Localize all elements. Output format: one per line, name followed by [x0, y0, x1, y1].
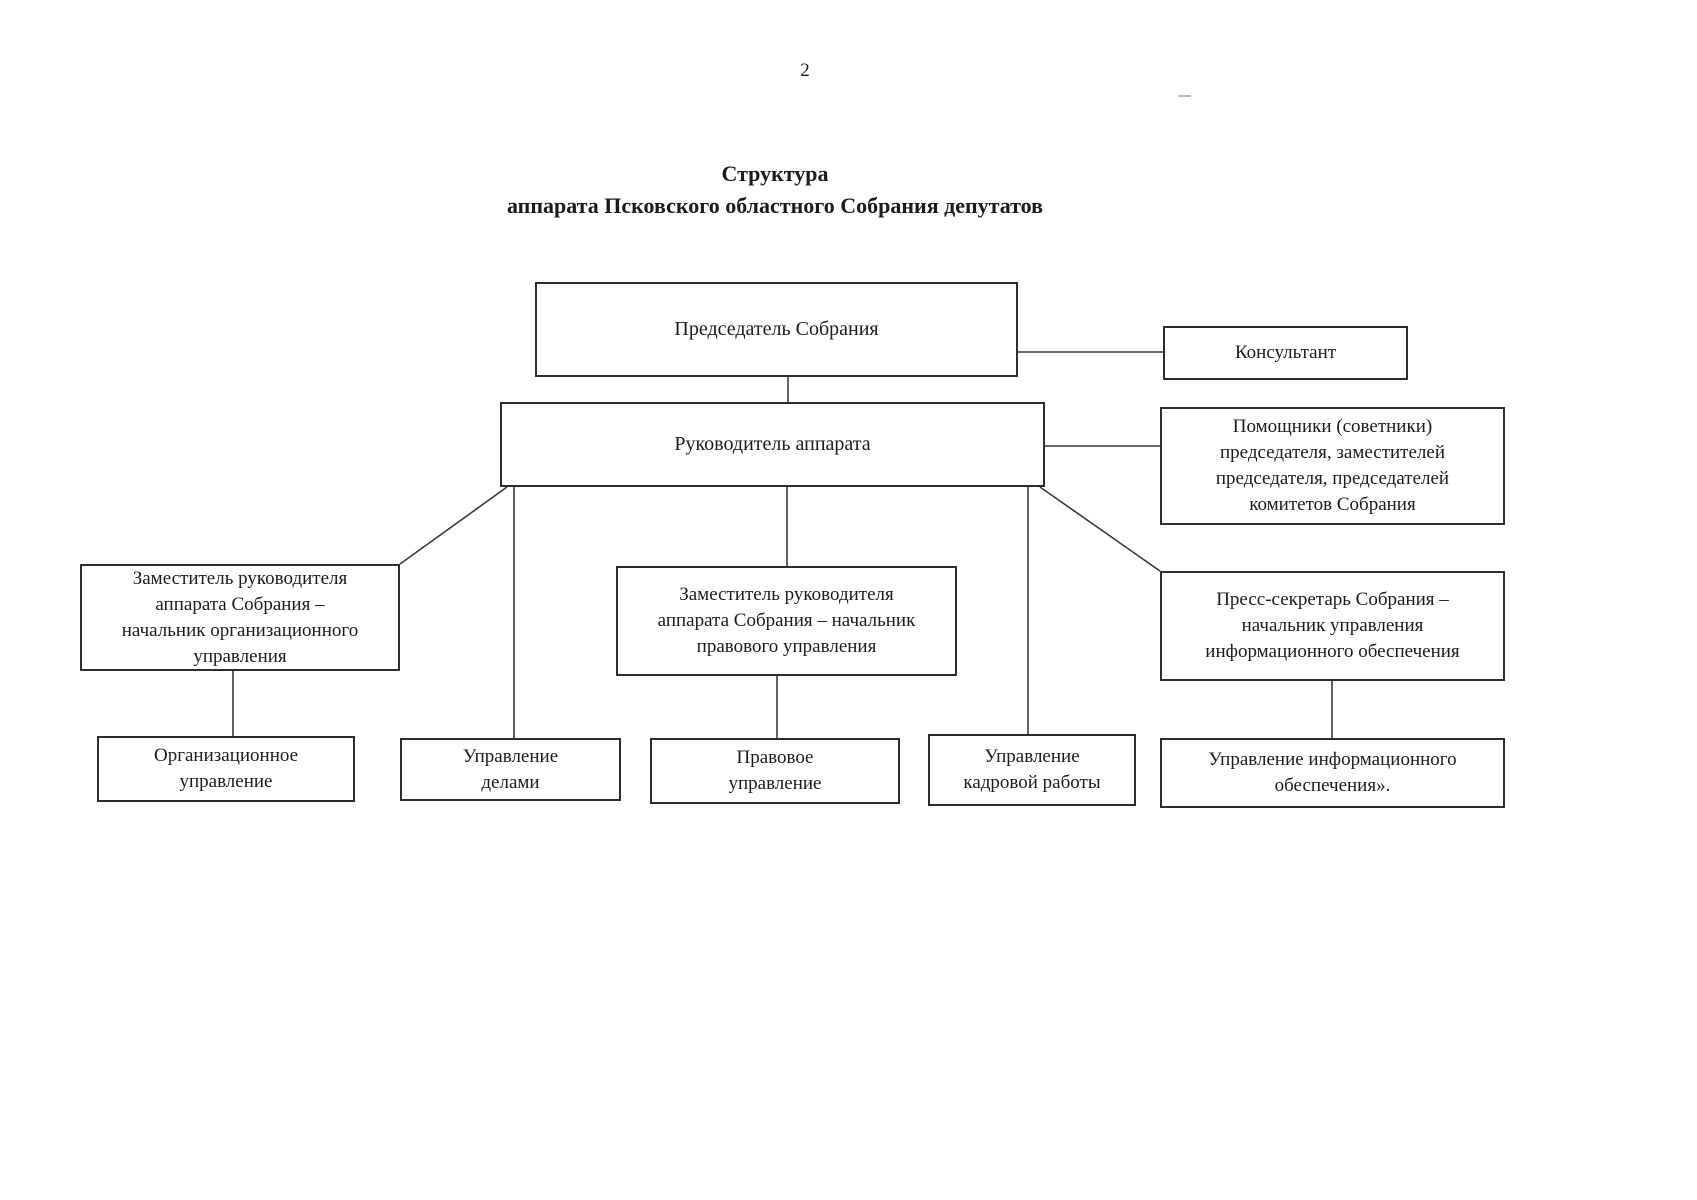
node-legal-dept: Правовое управление: [650, 738, 900, 804]
node-press-secretary-label: Пресс-секретарь Собрания – начальник упр…: [1205, 589, 1460, 662]
node-deputy-legal: Заместитель руководителя аппарата Собран…: [616, 566, 957, 676]
node-org-dept: Организационное управление: [97, 736, 355, 802]
node-deputy-legal-label: Заместитель руководителя аппарата Собран…: [657, 584, 916, 657]
node-hr-dept: Управление кадровой работы: [928, 734, 1136, 806]
page-number: 2: [800, 60, 810, 81]
node-consultant: Консультант: [1163, 326, 1408, 380]
node-affairs-dept: Управление делами: [400, 738, 621, 801]
connector-head-deputy-org: [399, 486, 508, 565]
node-info-dept: Управление информационного обеспечения».: [1160, 738, 1505, 808]
node-deputy-org-label: Заместитель руководителя аппарата Собран…: [121, 567, 359, 667]
node-press-secretary: Пресс-секретарь Собрания – начальник упр…: [1160, 571, 1505, 681]
node-chairman-label: Председатель Собрания: [674, 318, 879, 340]
node-consultant-label: Консультант: [1234, 342, 1337, 363]
node-org-dept-label: Организационное управление: [153, 745, 299, 792]
page-title: Структура аппарата Псковского областного…: [506, 161, 1044, 218]
node-chairman: Председатель Собрания: [535, 282, 1018, 377]
node-info-dept-label: Управление информационного обеспечения».: [1208, 749, 1457, 796]
connector-head-press-secretary: [1039, 486, 1161, 572]
node-head-of-apparatus: Руководитель аппарата: [500, 402, 1045, 487]
node-assistants-label: Помощники (советники) председателя, заме…: [1215, 416, 1450, 515]
node-affairs-dept-label: Управление делами: [462, 745, 559, 793]
node-deputy-org: Заместитель руководителя аппарата Собран…: [80, 564, 400, 671]
node-legal-dept-label: Правовое управление: [728, 747, 822, 794]
node-hr-dept-label: Управление кадровой работы: [963, 746, 1101, 793]
node-assistants: Помощники (советники) председателя, заме…: [1160, 407, 1505, 525]
scan-artifact: [1178, 95, 1191, 97]
node-head-of-apparatus-label: Руководитель аппарата: [674, 433, 871, 455]
